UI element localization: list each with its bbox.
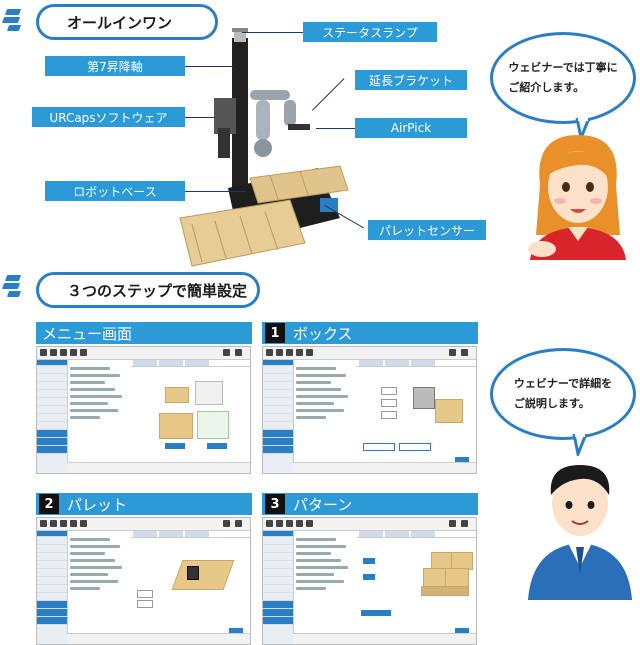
bubble1-line1: ウェビナーでは丁寧に [508,61,618,74]
bubble2-tail [572,434,588,456]
screenshot-box [262,346,477,474]
screenshot-pallet [36,517,251,645]
callout-pallet-sensor-text: パレットセンサー [378,223,475,238]
callout-robot-base-text: ロボットベース [73,184,157,199]
callout-status-lamp: ステータスランプ [303,22,437,42]
section2-title-text: ３つのステップで簡単設定 [67,281,248,300]
panel-menu-title: メニュー画面 [42,324,133,343]
bubble-text: ウェビナーでは丁寧に ご紹介します。 [508,58,617,98]
section-title-three-steps: ３つのステップで簡単設定 [36,272,260,308]
callout-bracket: 延長ブラケット [355,70,467,90]
man-presenter-illustration [528,465,632,600]
brand-mark-icon [1,6,28,32]
callout-bracket-text: 延長ブラケット [368,73,453,88]
speech-bubble-webinar-intro: ウェビナーでは丁寧に ご紹介します。 [490,32,636,124]
brand-mark-icon-2 [1,272,28,298]
callout-lift-text: 第7昇降軸 [87,59,143,74]
callout-airpick: AirPick [355,118,467,138]
screenshot-menu [36,346,251,474]
bubble1-tail [575,118,591,140]
palletizer-robot-illustration [179,28,349,267]
bubble1-line2: ご紹介します。 [508,81,585,94]
speech-bubble-webinar-details: ウェビナーで詳細を ご説明します。 [490,348,636,440]
panel-box-title: ボックス [293,324,353,343]
callout-pallet-sensor: パレットセンサー [368,220,486,240]
bubble2-text: ウェビナーで詳細を ご説明します。 [514,374,612,414]
callout-line-airpick [316,128,356,129]
step-number-3: 3 [265,494,285,514]
callout-line-robot-base [185,191,245,192]
step-number-2: 2 [39,494,59,514]
callout-airpick-text: AirPick [390,121,432,135]
callout-urcaps-text: URCapsソフトウェア [49,110,168,125]
woman-presenter-illustration [528,135,626,260]
callout-line-lift [185,66,233,67]
callout-status-lamp-text: ステータスランプ [322,25,418,40]
panel-header-box: 1 ボックス [262,322,478,344]
bubble2-line1: ウェビナーで詳細を [513,377,613,390]
panel-pattern-title: パターン [293,495,353,514]
callout-urcaps: URCapsソフトウェア [32,107,185,127]
panel-header-pallet: 2 パレット [36,493,252,515]
panel-pallet-title: パレット [67,495,128,514]
screenshot-pattern [262,517,477,645]
callout-lift: 第7昇降軸 [45,56,185,76]
step-number-1: 1 [265,323,285,343]
section-title-text: オールインワン [67,13,173,32]
bubble2-line2: ご説明します。 [513,397,590,410]
callout-line-status-lamp [242,32,304,33]
callout-robot-base: ロボットベース [45,181,185,201]
callout-line-urcaps [185,117,215,118]
panel-header-menu: メニュー画面 [36,322,252,344]
panel-header-pattern: 3 パターン [262,493,478,515]
section-title-all-in-one: オールインワン [36,4,218,40]
